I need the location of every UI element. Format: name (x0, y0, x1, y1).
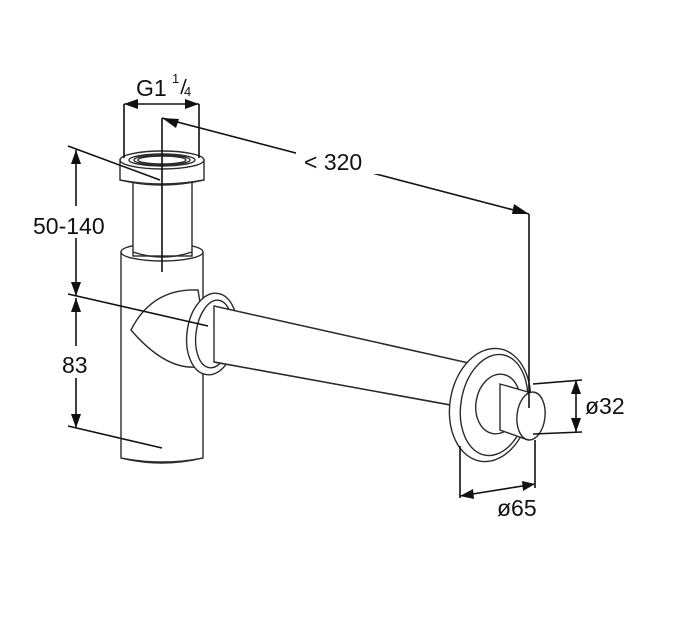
height-range-label: 50-140 (33, 213, 105, 239)
dim-thread: G1 1 4 (123, 71, 200, 158)
thread-numerator: 1 (172, 71, 179, 86)
dim-height: 83 (58, 293, 209, 449)
thread-denominator: 4 (184, 84, 191, 99)
height-label: 83 (62, 352, 88, 378)
pipe-diameter-label: ø32 (585, 393, 625, 419)
length-label: < 320 (304, 149, 362, 175)
wall-rosette (448, 347, 546, 463)
dim-height-range: 50-140 (28, 145, 161, 296)
dim-pipe-diameter: ø32 (532, 379, 625, 435)
dim-rosette-diameter: ø65 (459, 440, 537, 521)
rosette-diameter-label: ø65 (497, 495, 537, 521)
thread-label-prefix: G1 (136, 75, 167, 101)
dim-length: < 320 (161, 117, 530, 408)
